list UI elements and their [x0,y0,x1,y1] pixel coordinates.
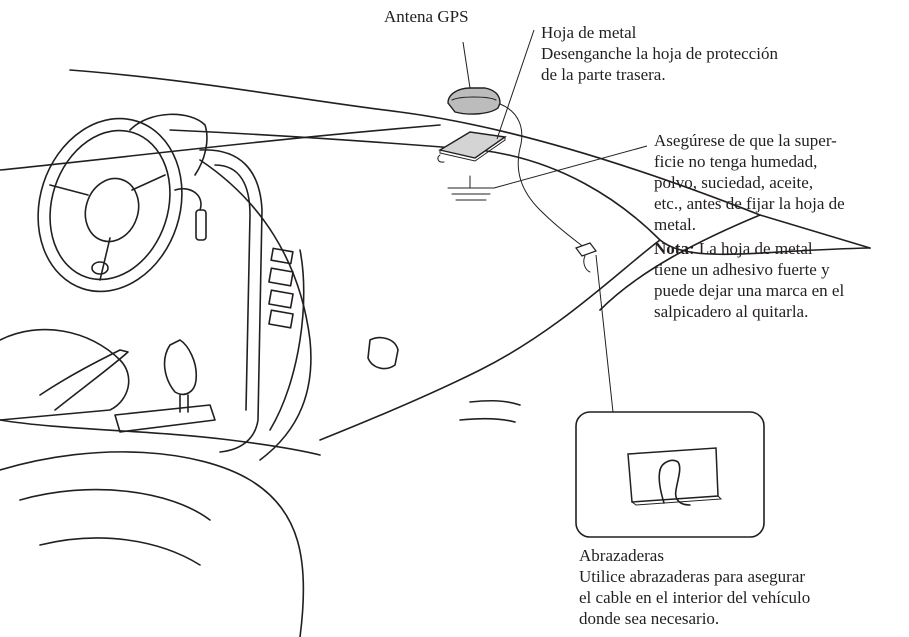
door-line [0,419,321,456]
leader-surface [493,145,648,189]
seat-left [0,328,130,421]
clamp-detail-box [575,411,765,538]
center-console [199,149,305,453]
mount-surface [447,175,495,201]
dashboard-top [169,129,871,256]
dashboard-lower [199,159,312,461]
steering-wheel [37,117,183,293]
gps-antenna [447,87,586,249]
note-heading: Nota: [654,239,695,258]
label-note: Nota: La hoja de metal tiene un adhesivo… [654,239,845,321]
leader-antenna [462,41,471,89]
leader-metal-sheet [496,29,535,140]
handbrake [39,349,129,411]
leader-clamps [595,254,614,413]
label-surface-warning: Asegúrese de que la super- ficie no teng… [654,131,845,234]
gear-shifter [114,339,216,433]
label-metal-sheet: Hoja de metal Desenganche la hoja de pro… [541,23,778,84]
label-antenna-gps: Antena GPS [384,7,469,26]
label-clamps: Abrazaderas Utilice abrazaderas para ase… [579,546,811,628]
dash-clamp [575,242,597,273]
dashboard-front [319,239,661,441]
windshield-top [0,124,441,171]
instrument-hood [129,113,208,176]
seat-base [0,451,305,637]
metal-sheet [437,131,507,163]
roof-line [69,69,871,249]
a-pillar [599,214,761,311]
